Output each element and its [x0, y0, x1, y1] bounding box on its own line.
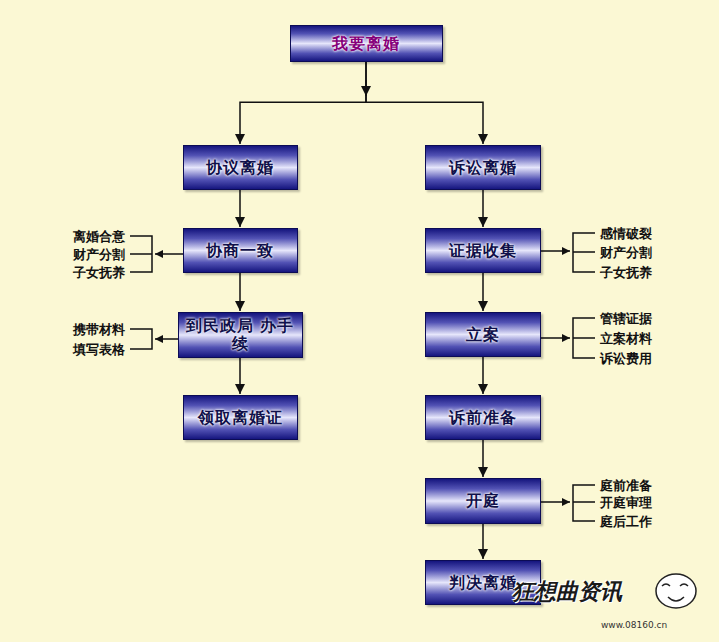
- process-box: 诉讼离婚: [425, 145, 541, 190]
- process-box: 诉前准备: [425, 395, 541, 440]
- flow-arrow: [482, 357, 484, 394]
- box-text: 立案: [460, 326, 506, 344]
- side-label: 离婚合意: [73, 230, 125, 243]
- mascot: [656, 574, 696, 608]
- flow-arrow: [482, 440, 484, 477]
- box-text: 协商一致: [200, 242, 280, 260]
- watermark-url: www.08160.cn: [601, 620, 667, 630]
- side-label: 开庭审理: [600, 496, 652, 509]
- side-label: 填写表格: [73, 343, 125, 356]
- box-text: 判决离婚: [443, 574, 523, 592]
- process-box: 证据收集: [425, 228, 541, 273]
- bracket: [573, 485, 595, 521]
- process-box: 到民政局 办手续: [178, 312, 303, 358]
- bracket: [130, 329, 152, 349]
- flow-arrow: [240, 62, 366, 144]
- side-label: 携带材料: [73, 323, 125, 336]
- box-text: 到民政局 办手续: [179, 317, 302, 352]
- start-box: 我要离婚: [290, 25, 443, 62]
- flow-arrow: [239, 358, 241, 394]
- side-label: 庭前准备: [600, 479, 652, 492]
- flow-arrow: [482, 190, 484, 227]
- leader-arrow: [155, 253, 183, 255]
- side-label: 立案材料: [600, 332, 652, 345]
- flow-arrow: [482, 273, 484, 311]
- flow-arrow: [239, 273, 241, 311]
- flow-arrow: [366, 62, 483, 144]
- flow-arrow: [239, 190, 241, 227]
- side-label: 子女抚养: [600, 266, 652, 279]
- process-box: 开庭: [425, 478, 541, 524]
- bracket: [130, 236, 152, 272]
- leader-arrow: [541, 250, 570, 252]
- box-text: 领取离婚证: [192, 409, 289, 427]
- side-label: 庭后工作: [600, 515, 652, 528]
- side-label: 诉讼费用: [600, 352, 652, 365]
- side-label: 财产分割: [73, 248, 125, 261]
- process-box: 协议离婚: [183, 145, 298, 190]
- bracket: [573, 233, 595, 272]
- flow-arrow: [482, 524, 484, 559]
- box-text: 协议离婚: [200, 159, 280, 177]
- process-box: 协商一致: [183, 228, 298, 273]
- bracket: [573, 318, 595, 358]
- side-label: 子女抚养: [73, 266, 125, 279]
- side-label: 感情破裂: [600, 227, 652, 240]
- box-text: 诉前准备: [443, 409, 523, 427]
- process-box: 立案: [425, 312, 541, 357]
- box-text: 我要离婚: [326, 35, 406, 53]
- process-box: 领取离婚证: [183, 395, 298, 440]
- box-text: 证据收集: [443, 242, 523, 260]
- box-text: 开庭: [460, 492, 506, 510]
- side-label: 管辖证据: [600, 312, 652, 325]
- leader-arrow: [541, 501, 570, 503]
- leader-arrow: [541, 337, 570, 339]
- box-text: 诉讼离婚: [443, 159, 523, 177]
- watermark: 狂想曲资讯: [512, 577, 622, 607]
- side-label: 财产分割: [600, 246, 652, 259]
